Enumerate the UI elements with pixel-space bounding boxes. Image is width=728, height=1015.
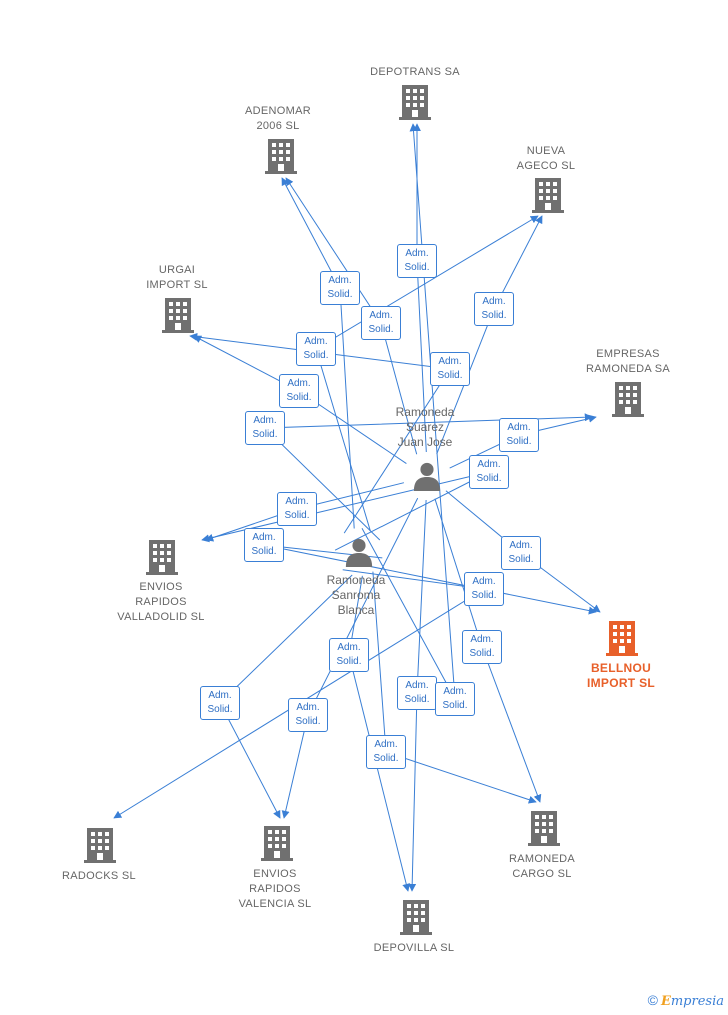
relation-label[interactable]: Adm. Solid.: [397, 244, 437, 278]
building-icon[interactable]: [399, 85, 431, 120]
company-name[interactable]: ENVIOS RAPIDOS VALENCIA SL: [238, 868, 312, 910]
company-name[interactable]: RADOCKS SL: [62, 870, 136, 882]
company-name[interactable]: ENVIOS RAPIDOS VALLADOLID SL: [117, 581, 205, 623]
relation-edge: [263, 544, 597, 615]
relation-label[interactable]: Adm. Solid.: [499, 418, 539, 452]
building-icon[interactable]: [162, 298, 194, 333]
relation-label[interactable]: Adm. Solid.: [462, 630, 502, 664]
person-icon[interactable]: [413, 462, 441, 491]
relation-label[interactable]: Adm. Solid.: [501, 536, 541, 570]
relation-label[interactable]: Adm. Solid.: [244, 528, 284, 562]
relation-label[interactable]: Adm. Solid.: [288, 698, 328, 732]
company-name[interactable]: URGAI IMPORT SL: [146, 264, 208, 291]
relation-edge: [348, 575, 411, 892]
relation-label[interactable]: Adm. Solid.: [329, 638, 369, 672]
building-icon[interactable]: [84, 828, 116, 863]
relation-label[interactable]: Adm. Solid.: [277, 492, 317, 526]
copyright-icon: ©: [647, 992, 658, 1008]
company-name[interactable]: ADENOMAR 2006 SL: [245, 105, 311, 132]
building-icon[interactable]: [528, 811, 560, 846]
building-icon[interactable]: [606, 621, 638, 656]
brand-logo[interactable]: Empresia: [660, 994, 724, 1009]
company-name[interactable]: EMPRESAS RAMONEDA SA: [586, 348, 670, 375]
relation-label[interactable]: Adm. Solid.: [366, 735, 406, 769]
building-icon[interactable]: [400, 900, 432, 935]
building-icon[interactable]: [146, 540, 178, 575]
relation-label[interactable]: Adm. Solid.: [279, 374, 319, 408]
relation-label[interactable]: Adm. Solid.: [361, 306, 401, 340]
person-name[interactable]: Ramoneda Suarez Juan Jose: [395, 405, 455, 449]
relation-label[interactable]: Adm. Solid.: [430, 352, 470, 386]
relation-label[interactable]: Adm. Solid.: [296, 332, 336, 366]
building-icon[interactable]: [265, 139, 297, 174]
relation-label[interactable]: Adm. Solid.: [469, 455, 509, 489]
relation-label[interactable]: Adm. Solid.: [200, 686, 240, 720]
building-icon[interactable]: [532, 178, 564, 213]
company-name[interactable]: DEPOTRANS SA: [370, 66, 460, 78]
relation-label[interactable]: Adm. Solid.: [435, 682, 475, 716]
company-name[interactable]: NUEVA AGECO SL: [516, 145, 576, 172]
relation-label[interactable]: Adm. Solid.: [320, 271, 360, 305]
relation-label[interactable]: Adm. Solid.: [474, 292, 514, 326]
copyright-footer: ©Empresia: [648, 992, 724, 1009]
relation-label[interactable]: Adm. Solid.: [464, 572, 504, 606]
company-name[interactable]: RAMONEDA CARGO SL: [509, 853, 575, 880]
company-name[interactable]: BELLNOU IMPORT SL: [586, 661, 656, 690]
building-icon[interactable]: [261, 826, 293, 861]
company-name[interactable]: DEPOVILLA SL: [373, 942, 455, 954]
relation-label[interactable]: Adm. Solid.: [245, 411, 285, 445]
person-name[interactable]: Ramoneda Sanroma Blanca: [326, 573, 386, 617]
building-icon[interactable]: [612, 382, 644, 417]
relation-label[interactable]: Adm. Solid.: [397, 676, 437, 710]
